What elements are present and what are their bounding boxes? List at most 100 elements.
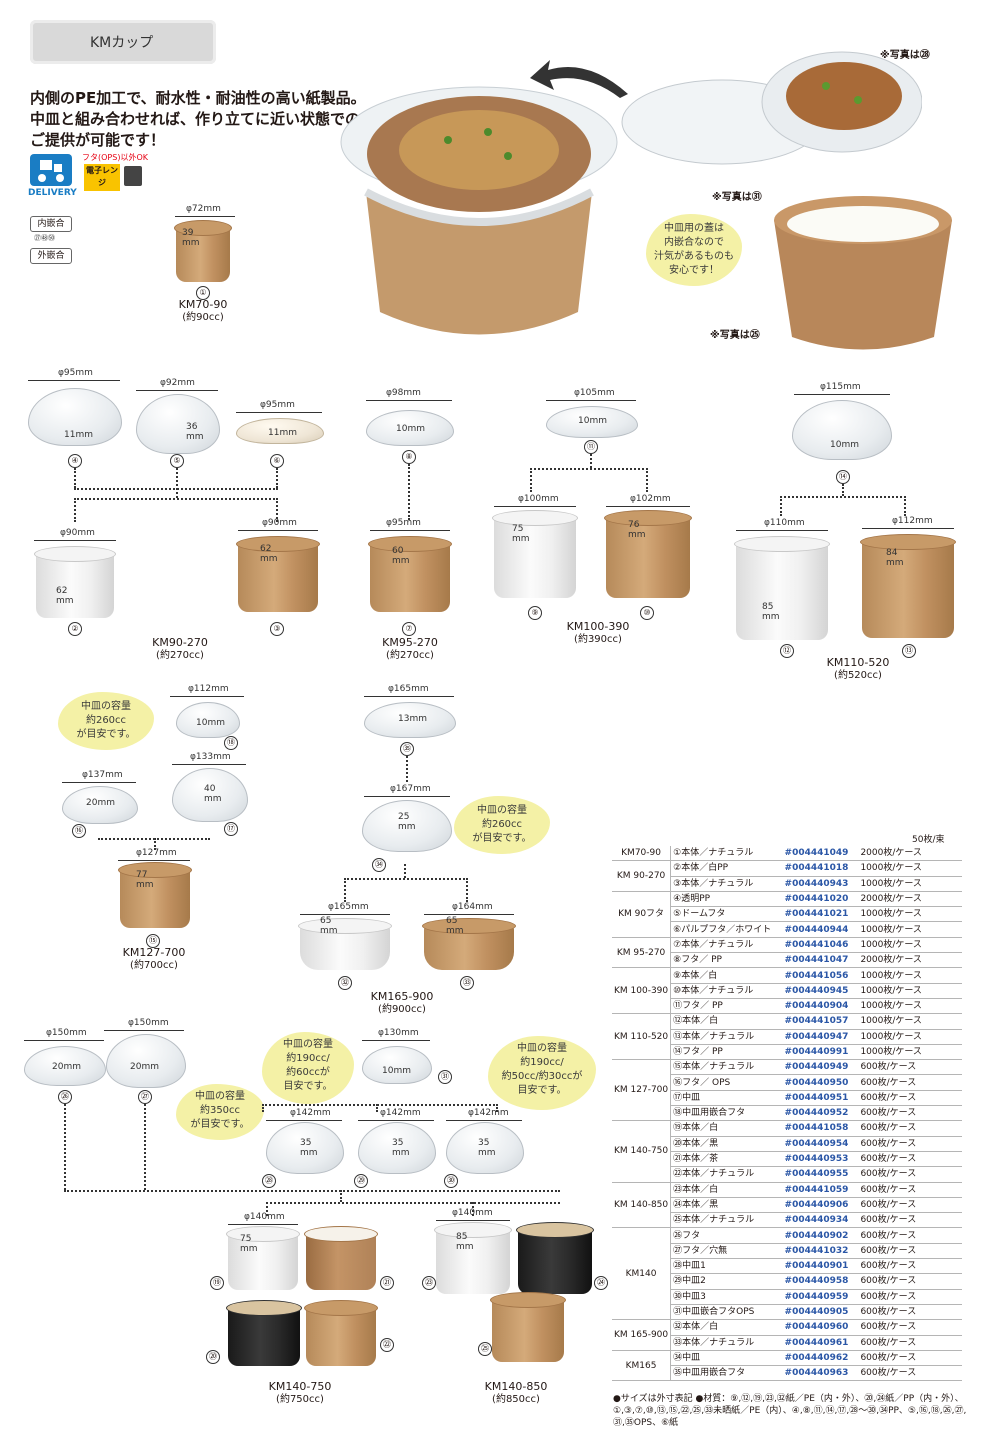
- item-cell: ⑦本体／ナチュラル: [670, 937, 783, 954]
- dim-label: 85 mm: [456, 1232, 474, 1252]
- connector-line: [74, 498, 278, 500]
- qty-cell: 1000枚/ケース: [858, 906, 962, 923]
- dim-label: 40 mm: [204, 784, 222, 804]
- dim-label: φ130mm: [378, 1028, 419, 1038]
- bubble-text: 約190cc/: [286, 1053, 330, 1064]
- connector-line: [74, 498, 76, 522]
- plate-inner-1: [266, 1122, 344, 1174]
- dim-label: φ90mm: [262, 518, 297, 528]
- item-cell: ㉖フタ: [670, 1227, 783, 1244]
- dim-line: [266, 1120, 342, 1121]
- item-cell: ㉕本体／ナチュラル: [670, 1212, 783, 1229]
- lid-pp: [792, 400, 892, 460]
- speech-bubble: 中皿の容量 約260cc が目安です。: [58, 692, 154, 750]
- microwave-shape-icon: [124, 166, 142, 186]
- number-badge: ⑯: [72, 824, 86, 838]
- bubble-text: 汁気があるものも: [654, 251, 734, 262]
- cup-white: [734, 536, 830, 640]
- bubble-text: 中皿の容量: [195, 1091, 245, 1102]
- item-cell: ⑬本体／ナチュラル: [670, 1029, 783, 1045]
- code-cell: #004440904: [782, 998, 859, 1015]
- page-title: KMカップ: [90, 35, 154, 51]
- dim-label: φ142mm: [468, 1108, 509, 1118]
- photo-note: ※写真は㉕: [710, 330, 760, 341]
- qty-cell: 1000枚/ケース: [858, 1013, 962, 1030]
- group-cell: KM140: [612, 1227, 672, 1321]
- number-badge: ②: [68, 622, 82, 636]
- delivery-label: DELIVERY: [28, 188, 77, 198]
- lid-inner: [176, 702, 240, 738]
- cup-kraft: [304, 1300, 378, 1366]
- item-cell: ㉚中皿3: [670, 1289, 783, 1305]
- qty-cell: 1000枚/ケース: [858, 860, 962, 877]
- dim-label: φ167mm: [390, 784, 431, 794]
- lid-dome-clear: [28, 388, 122, 446]
- dim-label: 11mm: [268, 428, 297, 438]
- speech-bubble: 中皿の容量 約190cc/ 約50cc/約30ccが 目安です。: [488, 1036, 596, 1110]
- dim-line: [364, 696, 454, 697]
- qty-cell: 600枚/ケース: [858, 1074, 962, 1091]
- dim-label: 36 mm: [186, 422, 204, 442]
- qty-cell: 1000枚/ケース: [858, 1029, 962, 1045]
- number-badge: ④: [68, 454, 82, 468]
- model-capacity: (約750cc): [276, 1394, 324, 1405]
- intro-line: ご提供が可能です！: [30, 131, 166, 149]
- lid-ops-no-hole: [106, 1034, 186, 1088]
- model-name: KM140-750: [268, 1380, 332, 1393]
- qty-cell: 600枚/ケース: [858, 1319, 962, 1336]
- connector-line: [496, 1104, 498, 1112]
- dim-label: 20mm: [52, 1062, 81, 1072]
- dim-label: φ95mm: [58, 368, 93, 378]
- header-tab: KMカップ: [30, 20, 216, 64]
- connector-line: [266, 1202, 560, 1204]
- cup-brown: [304, 1226, 378, 1290]
- code-cell: #004440952: [782, 1105, 859, 1122]
- model-capacity: (約390cc): [574, 634, 622, 645]
- cup-white: [298, 918, 392, 970]
- connector-line: [842, 484, 844, 496]
- dim-line: [172, 764, 246, 765]
- item-cell: ⑤ドームフタ: [670, 906, 783, 923]
- qty-cell: 600枚/ケース: [858, 1120, 962, 1137]
- qty-cell: 600枚/ケース: [858, 1350, 962, 1367]
- connector-line: [64, 1190, 560, 1192]
- dim-label: φ133mm: [190, 752, 231, 762]
- connector-line: [780, 496, 782, 516]
- scooter-icon: [30, 154, 72, 186]
- lid-ops: [24, 1046, 106, 1086]
- dim-line: [436, 1220, 510, 1221]
- dim-line: [34, 540, 116, 541]
- code-cell: #004441020: [782, 891, 859, 908]
- dim-label: 77 mm: [136, 870, 154, 890]
- number-badge: ⑦: [402, 622, 416, 636]
- bubble-text: 約190cc/: [520, 1057, 564, 1068]
- model-name: KM100-390: [566, 620, 630, 633]
- code-cell: #004440953: [782, 1151, 859, 1168]
- bubble-text: が目安です。: [190, 1119, 250, 1130]
- qty-cell: 600枚/ケース: [858, 1151, 962, 1168]
- dim-label: 35 mm: [300, 1138, 318, 1158]
- dim-line: [136, 390, 218, 391]
- dim-label: 20mm: [130, 1062, 159, 1072]
- code-cell: #004440991: [782, 1044, 859, 1061]
- footnote: ●サイズは外寸表記 ●材質：⑨,⑫,⑲,㉓,㉜紙／PE（内・外）、⑳,㉔紙／PP…: [613, 1394, 967, 1428]
- connector-line: [64, 1104, 66, 1190]
- code-cell: #004440905: [782, 1304, 859, 1321]
- connector-line: [276, 498, 278, 522]
- qty-cell: 1000枚/ケース: [858, 937, 962, 954]
- code-cell: #004441056: [782, 967, 859, 984]
- lid-ok-label: フタ(OPS)以外OK: [82, 153, 148, 162]
- number-badge: ㉓: [422, 1276, 436, 1290]
- code-cell: #004440962: [782, 1350, 859, 1367]
- item-cell: ⑱中皿用嵌合フタ: [670, 1105, 783, 1122]
- cup-black: [516, 1222, 594, 1294]
